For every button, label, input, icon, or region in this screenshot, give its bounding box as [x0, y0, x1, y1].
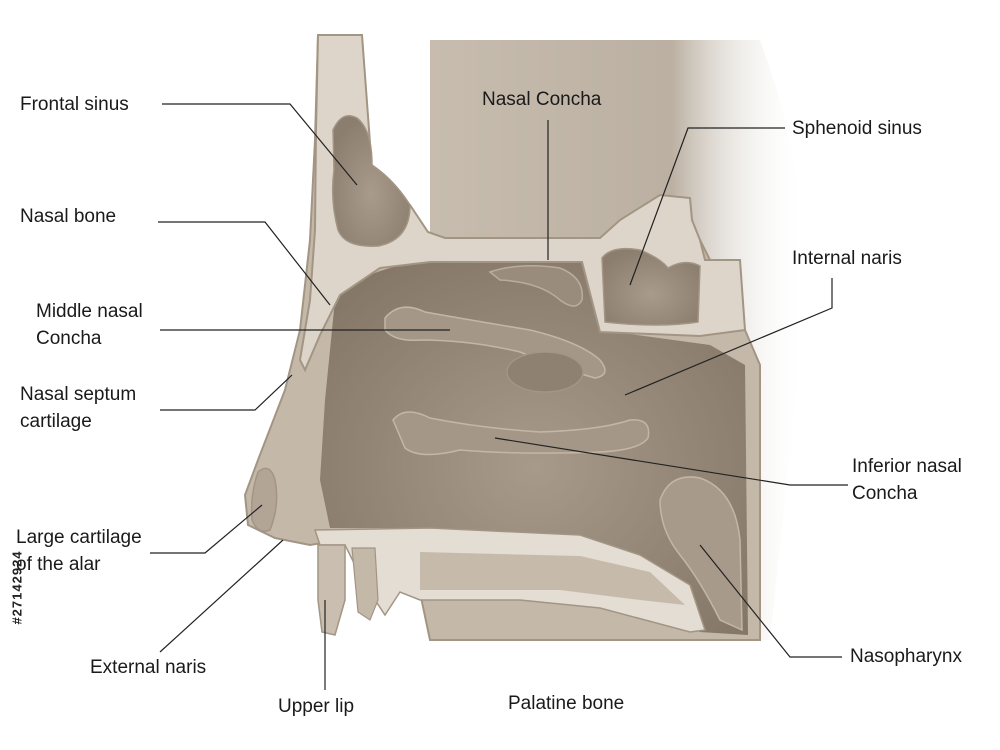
label-frontal-sinus: Frontal sinus — [20, 94, 129, 115]
upper-lip-inner — [351, 547, 379, 621]
palate-inner — [420, 552, 685, 605]
label-middle-nasal-concha: Middle nasal Concha — [36, 298, 143, 352]
label-upper-lip: Upper lip — [278, 696, 355, 717]
leader-lines — [150, 103, 848, 690]
leader-inferior-nasal-concha — [494, 437, 848, 486]
label-middle-nasal-concha-line2: Concha — [36, 328, 102, 349]
label-nasal-bone: Nasal bone — [20, 206, 117, 227]
label-large-cartilage-alar: Large cartilage of the alar — [16, 524, 142, 578]
leader-external-naris — [159, 539, 284, 653]
leader-nasal-septum-cartilage — [160, 374, 293, 411]
alar-cartilage-shape — [250, 467, 278, 532]
label-palatine-bone: Palatine bone — [508, 693, 625, 714]
leader-internal-naris — [624, 278, 833, 396]
label-large-cartilage-line2: of the alar — [16, 554, 101, 575]
label-nasal-septum-cartilage: Nasal septum cartilage — [20, 381, 136, 435]
nasal-concha-shape — [488, 265, 584, 307]
leader-sphenoid-sinus — [629, 127, 785, 286]
label-middle-nasal-concha-line1: Middle nasal — [36, 301, 143, 322]
leader-frontal-sinus — [162, 103, 358, 186]
sphenoid-sinus-cavity — [601, 247, 701, 326]
label-nasopharynx: Nasopharynx — [850, 646, 962, 667]
label-inferior-nasal-line1: Inferior nasal — [852, 456, 962, 477]
label-internal-naris: Internal naris — [792, 248, 902, 269]
label-nasal-septum-line2: cartilage — [20, 411, 92, 432]
frontal-sinus-cavity — [331, 115, 411, 247]
leader-nasal-bone — [158, 221, 331, 306]
label-nasal-septum-line1: Nasal septum — [20, 384, 137, 405]
label-large-cartilage-line1: Large cartilage — [16, 527, 142, 548]
stock-id-text: #27142924 — [9, 550, 25, 625]
label-nasal-concha: Nasal Concha — [482, 89, 602, 110]
leader-large-cartilage — [150, 504, 263, 554]
label-inferior-nasal-concha: Inferior nasal Concha — [852, 453, 962, 507]
label-inferior-nasal-line2: Concha — [852, 483, 918, 504]
label-external-naris: External naris — [90, 657, 207, 678]
adenoid-bulge — [506, 351, 584, 393]
upper-lip-shape — [317, 544, 346, 636]
inferior-nasal-concha-shape — [392, 411, 650, 456]
nasopharynx-structure — [659, 476, 743, 632]
label-sphenoid-sinus: Sphenoid sinus — [792, 118, 922, 139]
leader-nasopharynx — [699, 544, 842, 658]
stock-watermark-id: #27142924 — [0, 520, 30, 660]
